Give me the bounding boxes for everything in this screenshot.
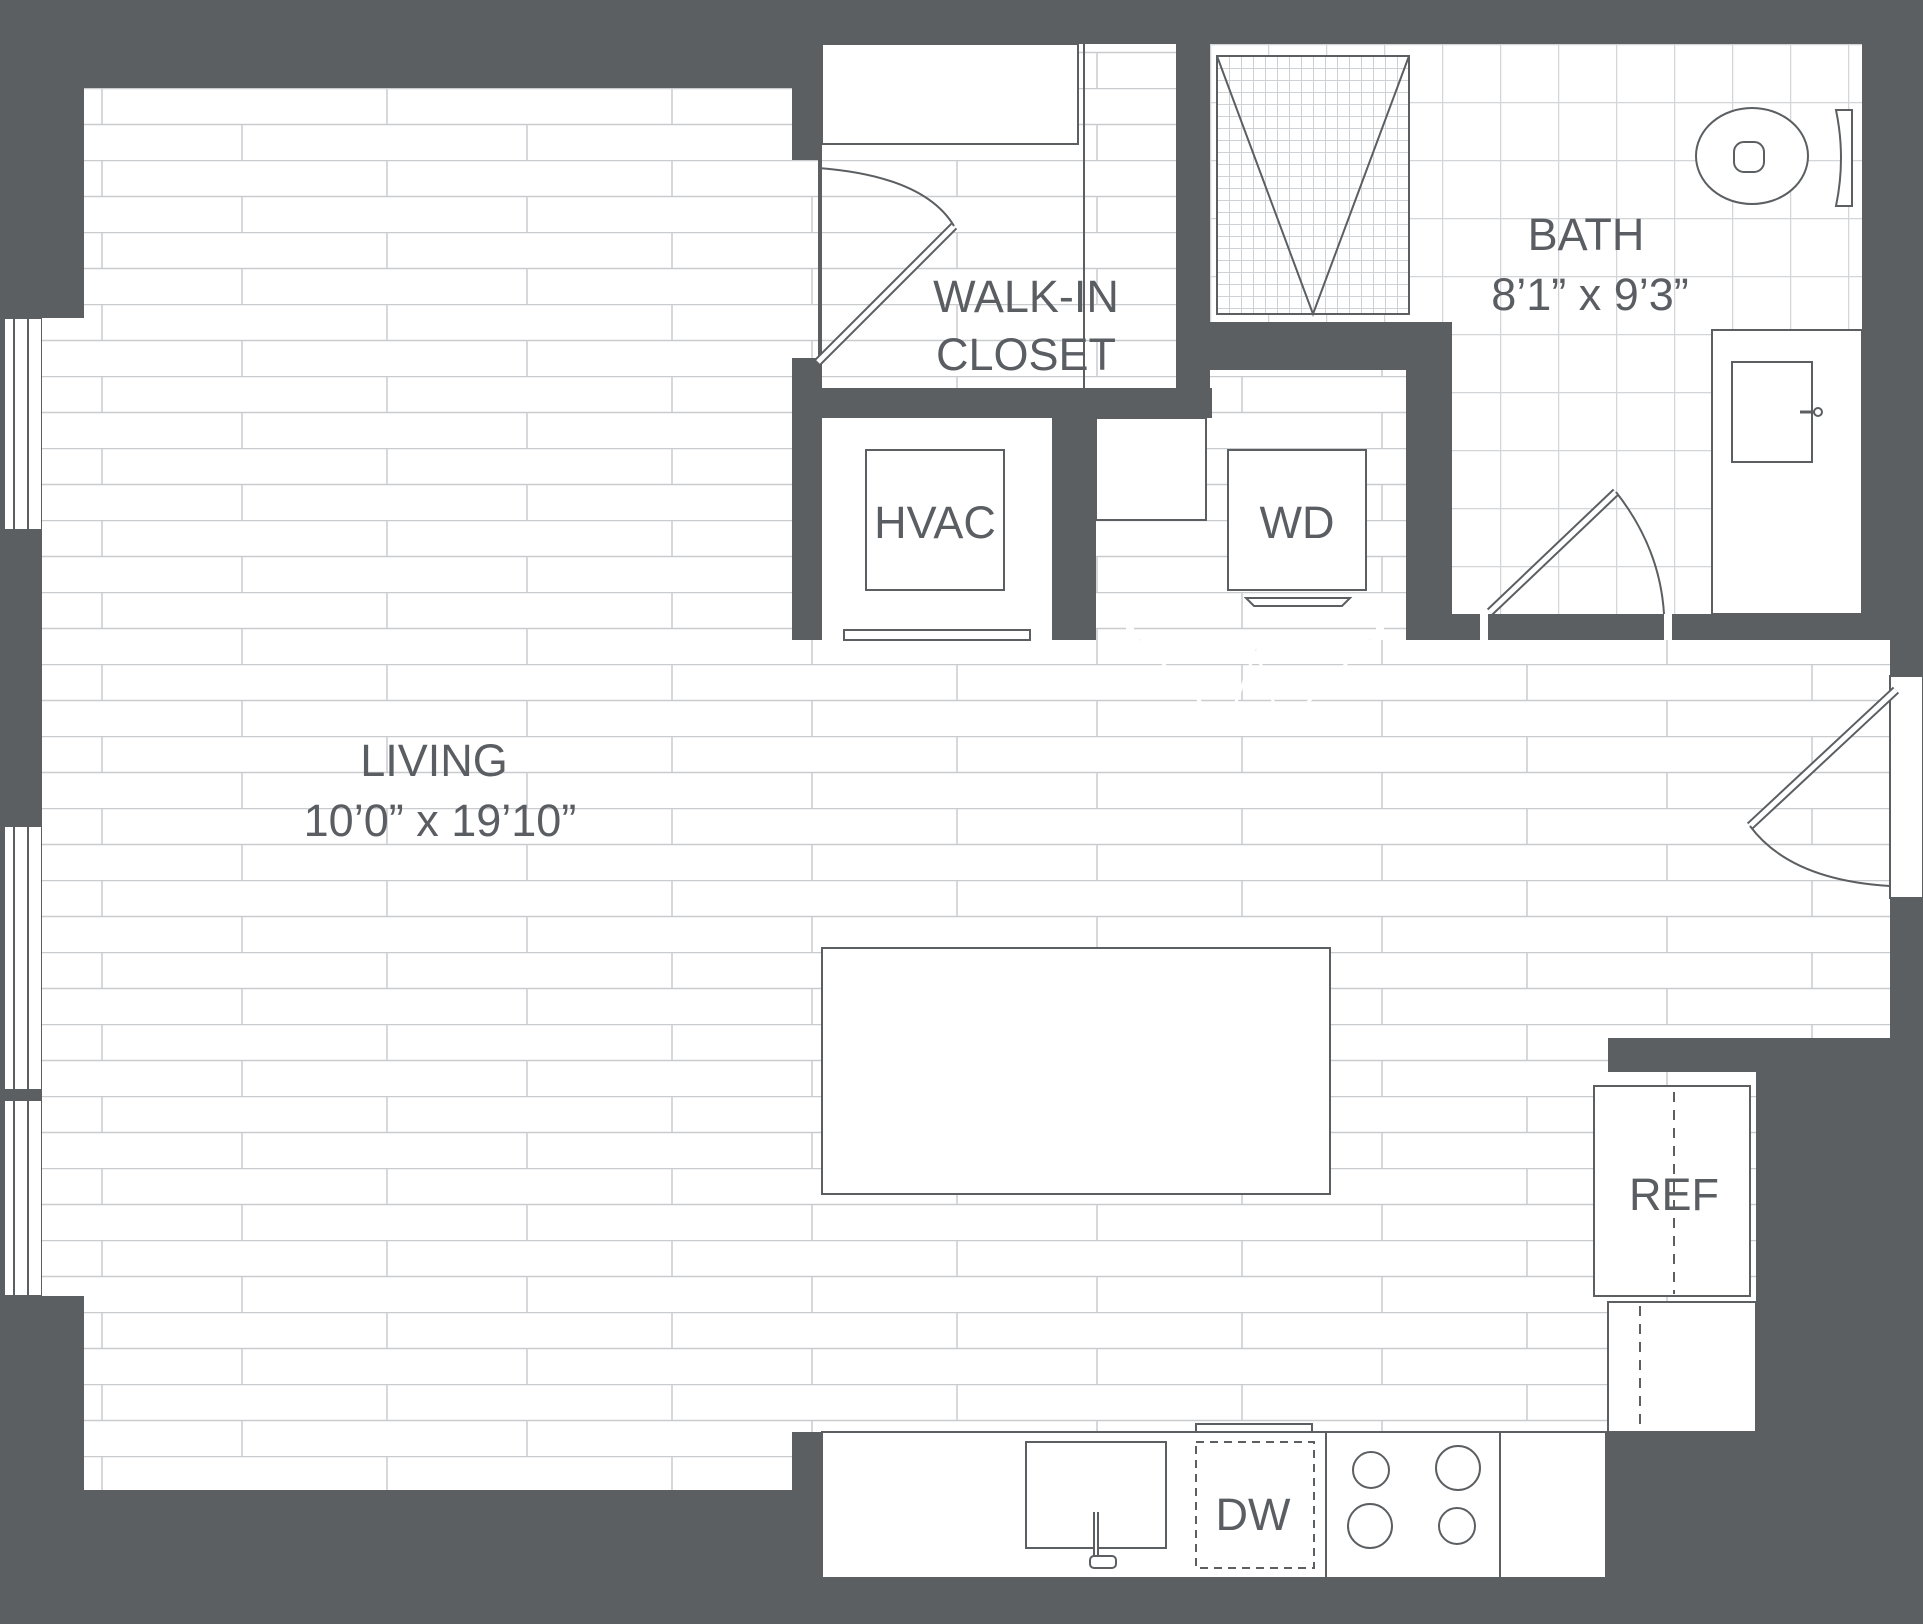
living-floor	[42, 88, 1890, 1578]
bath-dimensions: 8’1” x 9’3”	[1491, 269, 1689, 320]
closet-label-line1: WALK-IN	[933, 271, 1119, 322]
wall-hvac-wd-divider	[1052, 418, 1096, 640]
hvac-label: HVAC	[874, 497, 996, 548]
dw-label: DW	[1216, 1489, 1291, 1540]
refrigerator	[1593, 1085, 1751, 1297]
closet-label-line2: CLOSET	[936, 329, 1116, 380]
ref-label: REF	[1629, 1169, 1719, 1220]
closet-door[interactable]	[814, 167, 958, 366]
kitchen-island	[821, 947, 1331, 1195]
bath-label: BATH	[1528, 209, 1645, 260]
faucet-icon	[1089, 1512, 1117, 1569]
wall-bath-left	[1406, 322, 1452, 640]
wall-hvac-left	[792, 388, 822, 640]
wd-unit	[1227, 449, 1367, 591]
wd-label: WD	[1260, 497, 1335, 548]
window-left-upper	[3, 317, 43, 531]
closet-shelf	[821, 43, 1079, 145]
wall-bath-right	[1862, 40, 1890, 640]
wd-closet-upper	[1206, 370, 1406, 420]
hvac-unit	[865, 449, 1005, 591]
wall-bath-bottom	[1452, 614, 1862, 640]
bath-door[interactable]	[1486, 488, 1665, 616]
wd-shelf	[1095, 417, 1207, 521]
toilet-icon	[1695, 107, 1853, 207]
living-dimensions: 10’0” x 19’10”	[304, 795, 577, 846]
wall-closet-bottom	[792, 388, 1212, 418]
cooktop-icon	[1347, 1445, 1481, 1549]
pantry-cabinet	[1607, 1301, 1757, 1433]
entry-door[interactable]	[1746, 675, 1923, 899]
shower-icon	[1216, 55, 1410, 315]
window-left-middle	[3, 825, 43, 1091]
wd-bifold-doors[interactable]	[1138, 638, 1372, 731]
sink-icon	[1731, 361, 1813, 463]
wall-closet-left	[792, 40, 822, 160]
window-left-lower	[3, 1099, 43, 1297]
dishwasher	[1195, 1441, 1315, 1569]
living-label: LIVING	[360, 735, 508, 786]
